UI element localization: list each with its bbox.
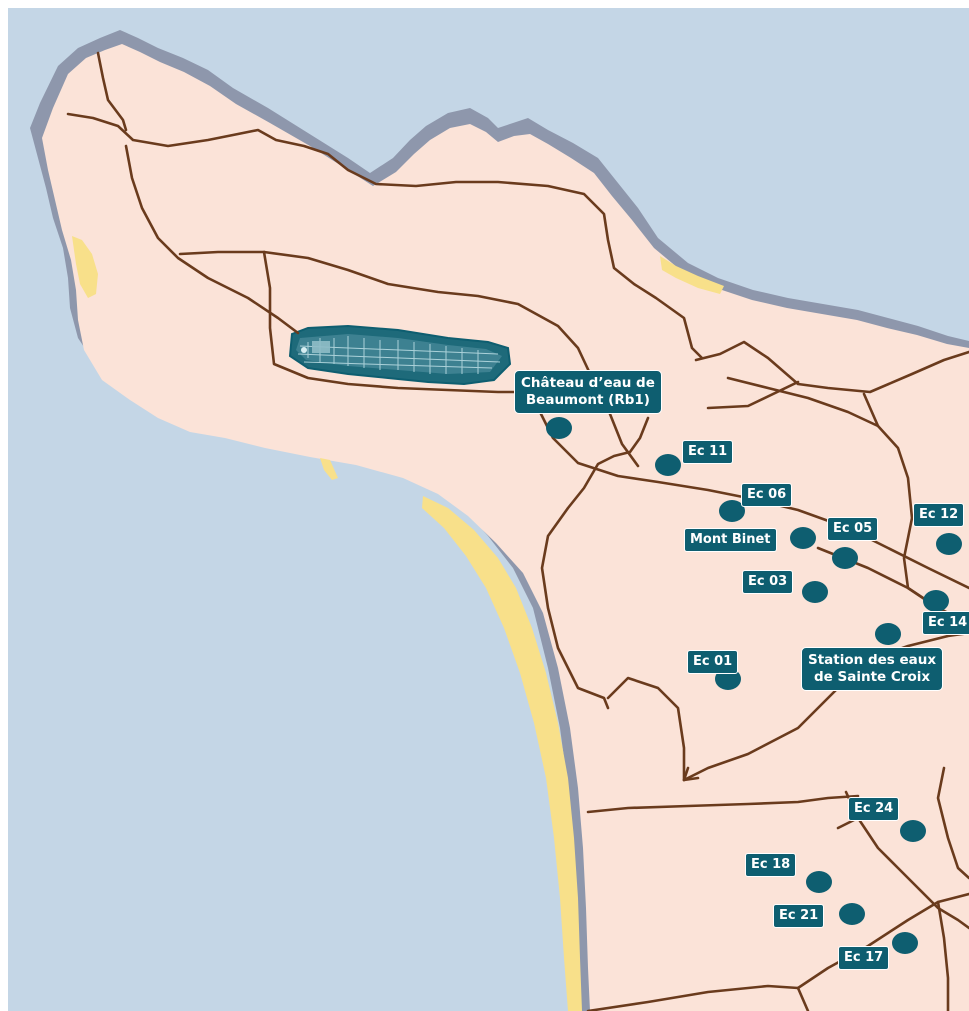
road-network [66, 51, 969, 1011]
label-station-sainte-croix-line1: Station des eaux [808, 652, 937, 668]
label-ec14[interactable]: Ec 14 [922, 611, 969, 635]
label-rb1-line2: Beaumont (Rb1) [525, 392, 650, 408]
label-rb1-line1: Château d’eau de [521, 375, 655, 391]
label-ec03[interactable]: Ec 03 [742, 570, 794, 594]
marker-ec24[interactable] [900, 820, 926, 842]
label-ec01[interactable]: Ec 01 [687, 650, 739, 674]
marker-ec11[interactable] [655, 454, 681, 476]
map-view[interactable]: Château d’eau de Beaumont (Rb1) Ec 11 Ec… [8, 8, 969, 1011]
label-ec12[interactable]: Ec 12 [913, 503, 965, 527]
marker-ec03[interactable] [802, 581, 828, 603]
label-station-sainte-croix-line2: de Sainte Croix [814, 669, 931, 685]
marker-ec12[interactable] [936, 533, 962, 555]
label-ec17[interactable]: Ec 17 [838, 946, 890, 970]
label-mont-binet[interactable]: Mont Binet [684, 528, 777, 552]
marker-station-sainte-croix[interactable] [875, 623, 901, 645]
beach-coast-small [320, 458, 338, 480]
marker-ec05[interactable] [832, 547, 858, 569]
label-station-sainte-croix[interactable]: Station des eaux de Sainte Croix [801, 647, 944, 691]
label-ec11[interactable]: Ec 11 [682, 440, 734, 464]
label-ec06[interactable]: Ec 06 [741, 483, 793, 507]
marker-ec14[interactable] [923, 590, 949, 612]
marker-ec17[interactable] [892, 932, 918, 954]
marker-mont-binet[interactable] [790, 527, 816, 549]
map-canvas[interactable] [8, 8, 969, 1011]
marker-rb1[interactable] [546, 417, 572, 439]
beach-north-west [72, 236, 98, 298]
marker-ec21[interactable] [839, 903, 865, 925]
label-ec05[interactable]: Ec 05 [827, 517, 879, 541]
beach-north-east [660, 256, 724, 294]
marker-ec06[interactable] [719, 500, 745, 522]
label-ec21[interactable]: Ec 21 [773, 904, 825, 928]
station-markers [546, 417, 962, 954]
beach-south-west [422, 496, 582, 1011]
urban-district [288, 324, 512, 386]
label-rb1[interactable]: Château d’eau de Beaumont (Rb1) [514, 370, 662, 414]
label-ec24[interactable]: Ec 24 [848, 797, 900, 821]
land-area [42, 44, 969, 1011]
label-ec18[interactable]: Ec 18 [745, 853, 797, 877]
marker-ec18[interactable] [806, 871, 832, 893]
